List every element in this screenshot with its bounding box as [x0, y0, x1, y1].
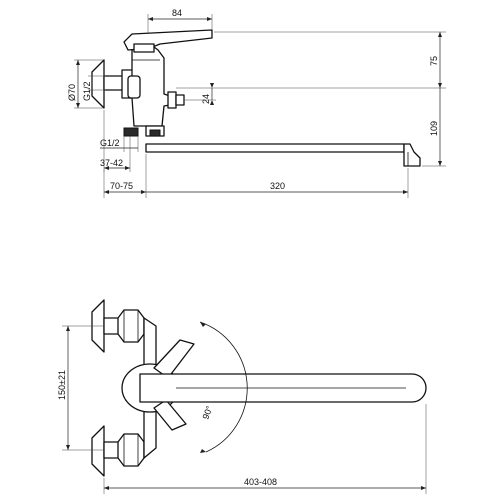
wall-connection-lower: [91, 425, 145, 477]
dimension-thread-bottom-label: G1/2: [100, 138, 120, 148]
rotation-arc: 90°: [199, 321, 248, 453]
dimension-150-21: 150±21: [57, 325, 104, 451]
spout-top: [139, 373, 427, 403]
dimension-403-408-label: 403-408: [244, 477, 277, 487]
dimension-320-label: 320: [270, 181, 285, 191]
mixer-body-side: [127, 43, 177, 127]
dimension-109-label: 109: [429, 121, 439, 136]
dimension-70-75-label: 70-75: [110, 181, 133, 191]
dimension-75: 75: [176, 31, 446, 89]
dimension-75-label: 75: [429, 56, 439, 66]
dimension-24-label: 24: [201, 94, 211, 104]
lever-handle-side: [123, 29, 213, 53]
dimension-thread-bottom: G1/2: [100, 136, 139, 152]
rotation-angle-label: 90°: [200, 404, 214, 421]
diverter-knob-side: [167, 91, 185, 109]
dimension-thread-side: G1/2: [82, 75, 106, 101]
dimension-109: 109: [422, 88, 446, 167]
bottom-outlet-side: [123, 125, 165, 137]
dimension-thread-side-label: G1/2: [82, 81, 92, 101]
dimension-24: 24: [184, 83, 216, 105]
dimension-320: 320: [146, 168, 409, 198]
dimension-diameter-70: Ø70: [67, 59, 104, 109]
dimension-84: 84: [147, 8, 213, 34]
dimension-403-408: 403-408: [103, 404, 427, 494]
dimension-70-75: 70-75: [103, 154, 147, 198]
dimension-diameter-70-label: Ø70: [67, 84, 77, 101]
dimension-37-42: 37-42: [100, 110, 131, 172]
top-view: 90° 150±21 403-408: [57, 299, 427, 494]
side-view: 84 75 24 109: [67, 8, 446, 198]
dimension-37-42-label: 37-42: [100, 158, 123, 168]
lever-handle-rotated: [153, 339, 195, 431]
dimension-150-21-label: 150±21: [57, 370, 67, 400]
dimension-84-label: 84: [172, 8, 182, 18]
spout-side: [145, 143, 421, 167]
